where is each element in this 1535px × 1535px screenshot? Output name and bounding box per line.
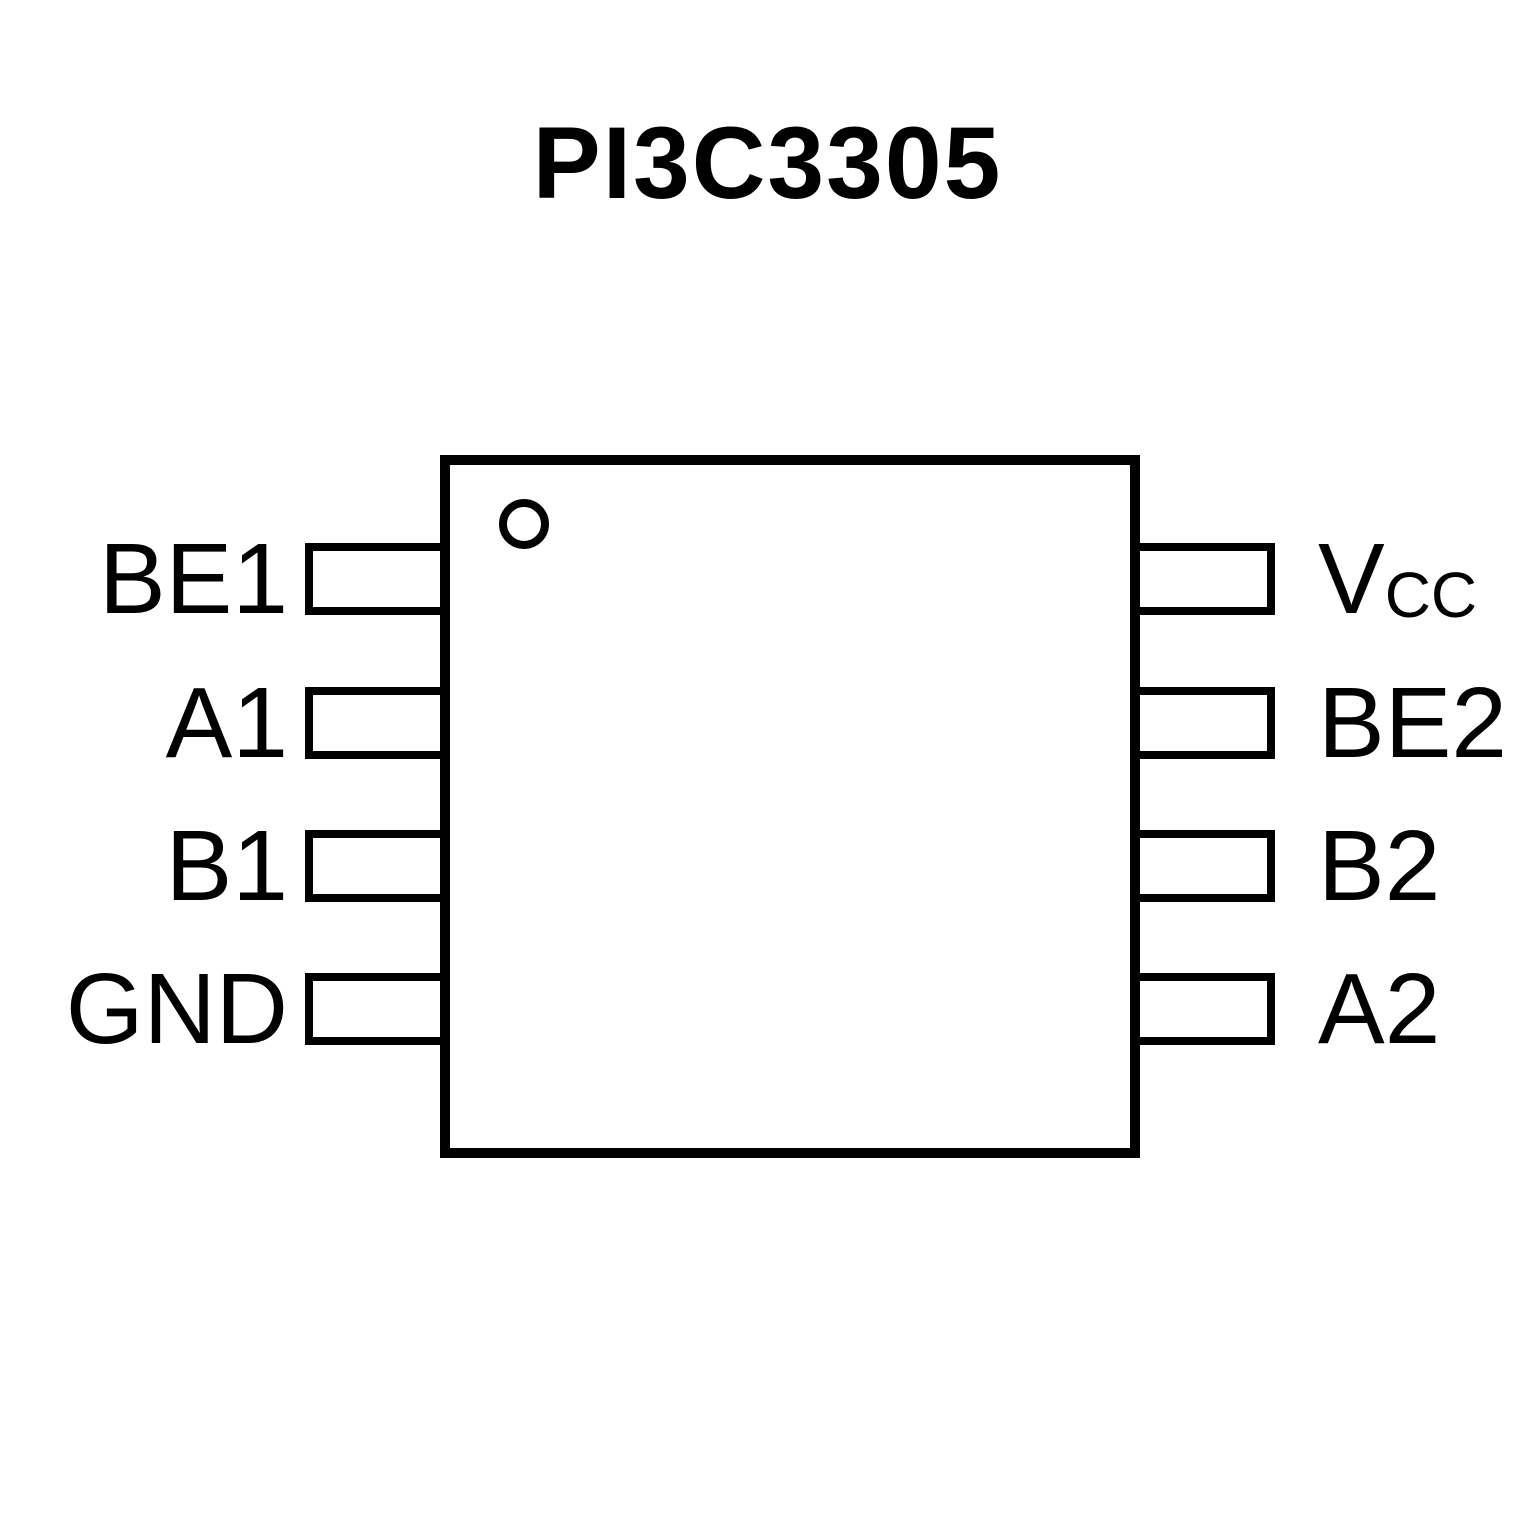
pin-label-subscript: CC <box>1384 559 1478 631</box>
pin-gnd <box>305 973 445 1045</box>
pin-label-text: B2 <box>1318 810 1441 922</box>
pin-label-be1: BE1 <box>10 529 288 629</box>
pin-label-text: B1 <box>165 810 288 922</box>
pin-b2 <box>1135 830 1275 902</box>
pin-a2 <box>1135 973 1275 1045</box>
pin-be1 <box>305 543 445 615</box>
pin-label-text: A1 <box>165 667 288 779</box>
pin-a1 <box>305 687 445 759</box>
chip-title: PI3C3305 <box>532 106 1003 220</box>
pin-label-a1: A1 <box>10 673 288 773</box>
pin-be2 <box>1135 687 1275 759</box>
pin-label-gnd: GND <box>10 959 288 1059</box>
pin-label-a2: A2 <box>1318 959 1528 1059</box>
pin-label-text: V <box>1318 523 1385 635</box>
pin1-indicator-icon <box>499 499 549 549</box>
chip-body <box>440 455 1140 1158</box>
pin-label-vcc: VCC <box>1318 529 1528 631</box>
pin-label-text: A2 <box>1318 953 1441 1065</box>
pin-label-b1: B1 <box>10 816 288 916</box>
pin-label-text: BE2 <box>1318 667 1508 779</box>
pin-b1 <box>305 830 445 902</box>
pin-vcc <box>1135 543 1275 615</box>
pin-label-text: BE1 <box>98 523 288 635</box>
pin-label-text: GND <box>65 953 288 1065</box>
pin-label-be2: BE2 <box>1318 673 1528 773</box>
pin-label-b2: B2 <box>1318 816 1528 916</box>
